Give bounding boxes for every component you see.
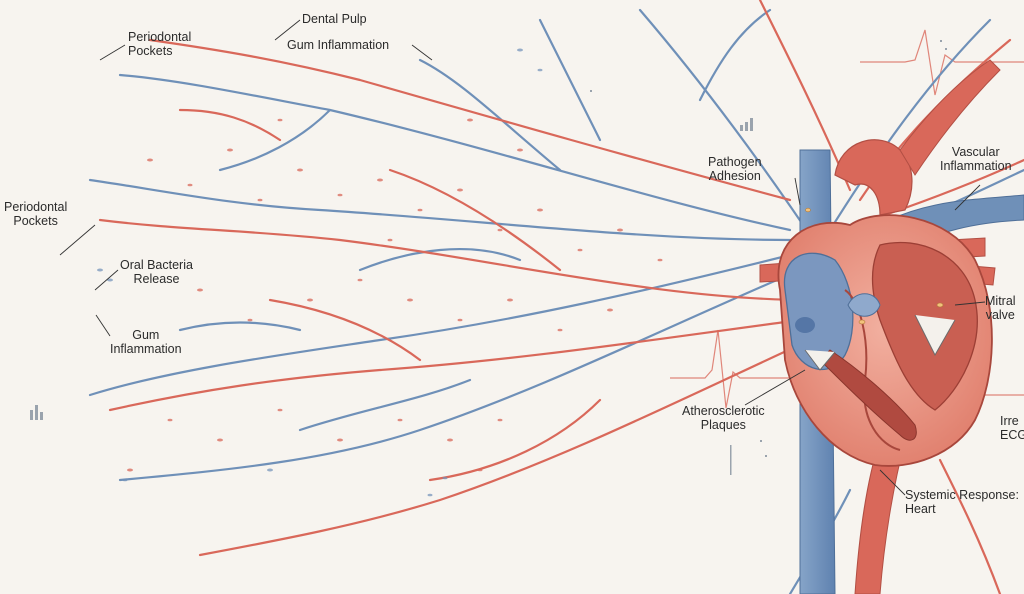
data-decorations: [30, 40, 947, 475]
label-periodontal-pockets-left: Periodontal Pockets: [4, 200, 68, 228]
label-vascular-inflammation: Vascular Inflammation: [940, 145, 1012, 173]
label-atherosclerotic-plaques: Atherosclerotic Plaques: [682, 404, 765, 432]
label-systemic-response: Systemic Response: Heart: [905, 488, 1019, 516]
label-gum-inflammation-top: Gum Inflammation: [287, 38, 390, 52]
label-pathogen-adhesion: Pathogen Adhesion: [708, 155, 762, 183]
label-mitral-valve: Mitral valve: [985, 294, 1016, 322]
label-oral-bacteria-release: Oral Bacteria Release: [120, 258, 193, 286]
label-dental-pulp: Dental Pulp: [302, 12, 367, 26]
heart-icon: [759, 59, 1024, 594]
label-gum-inflammation-left: Gum Inflammation: [110, 328, 182, 356]
label-periodontal-pockets-top: Periodontal Pockets: [128, 30, 192, 58]
bacteria-icon: [127, 118, 963, 472]
leader-lines: [59, 19, 986, 496]
label-irregular-ecg: Irre ECG: [1000, 414, 1024, 442]
